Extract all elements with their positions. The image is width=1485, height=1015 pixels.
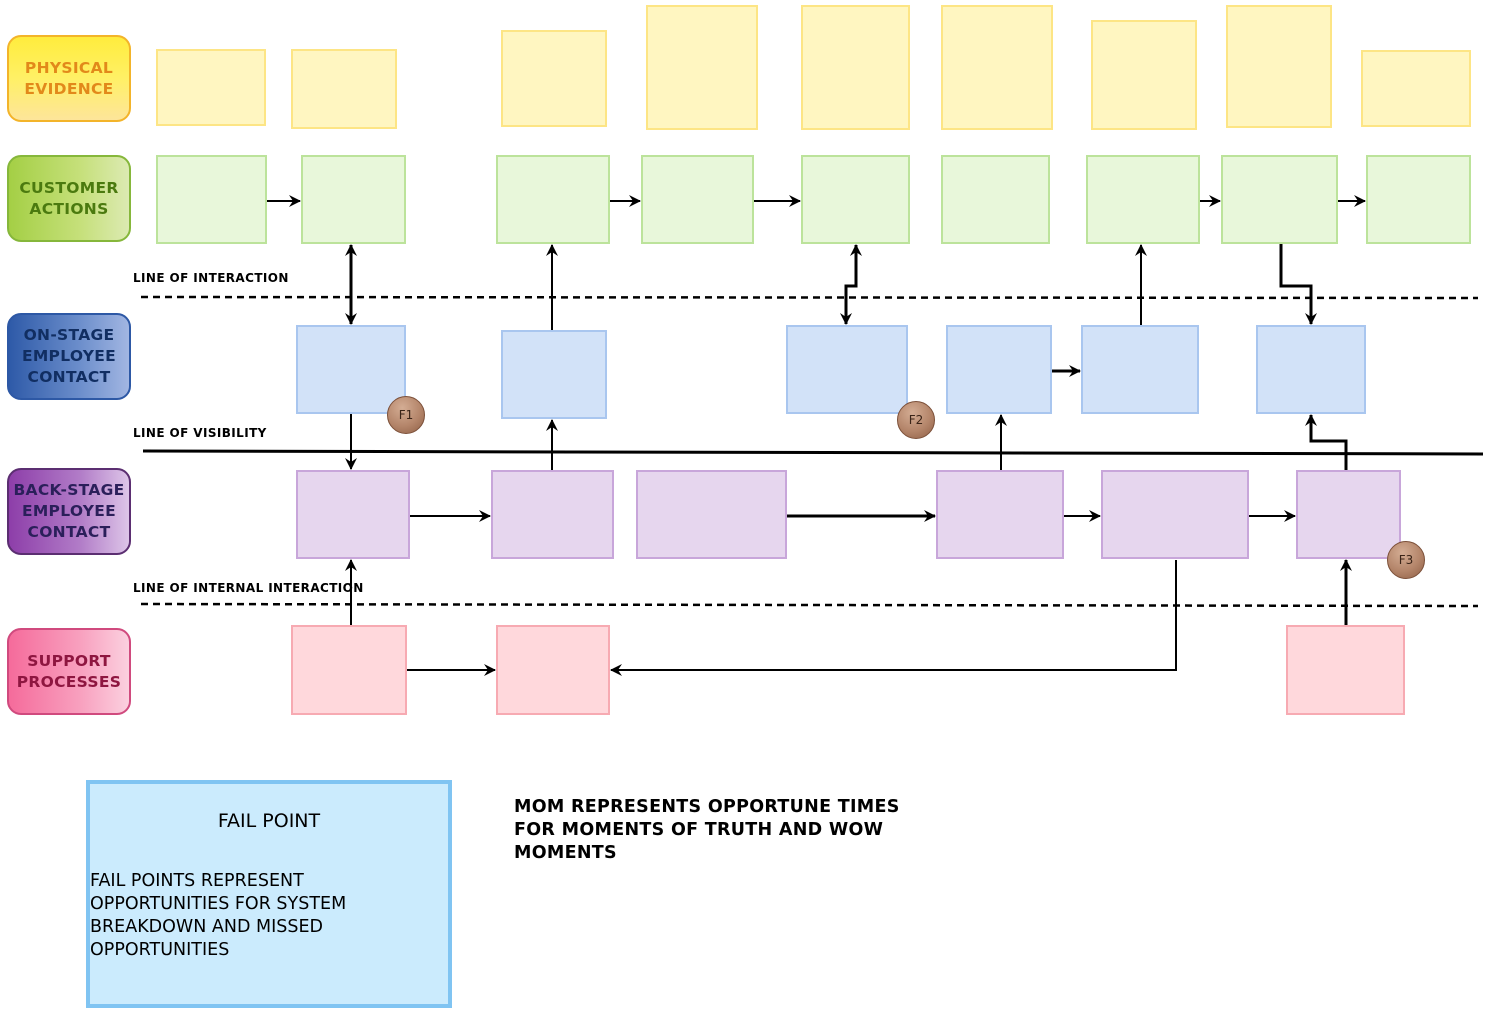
lane-label-customer-actions: CUSTOMER ACTIONS	[7, 155, 131, 242]
customer-action-box	[1221, 155, 1338, 244]
line-of-internal-interaction-label: LINE OF INTERNAL INTERACTION	[133, 581, 364, 595]
customer-action-box	[1086, 155, 1200, 244]
fail-point-f1: F1	[387, 396, 425, 434]
lane-label-onstage-contact: ON-STAGE EMPLOYEE CONTACT	[7, 313, 131, 400]
backstage-contact-box	[1101, 470, 1249, 559]
customer-action-box	[1366, 155, 1471, 244]
line-of-visibility	[142, 449, 1484, 456]
physical-evidence-box	[156, 49, 266, 126]
support-process-box	[291, 625, 407, 715]
flow-arrow	[1279, 244, 1317, 325]
customer-action-box	[156, 155, 267, 244]
lane-label-physical-evidence: PHYSICAL EVIDENCE	[7, 35, 131, 122]
fail-point-legend: FAIL POINT FAIL POINTS REPRESENT OPPORTU…	[86, 780, 452, 1008]
fail-point-f2: F2	[897, 401, 935, 439]
physical-evidence-box	[941, 5, 1053, 130]
line-of-visibility-label: LINE OF VISIBILITY	[133, 426, 267, 440]
onstage-contact-box	[946, 325, 1052, 414]
lane-label-support-processes: SUPPORT PROCESSES	[7, 628, 131, 715]
lane-label-backstage-contact: BACK-STAGE EMPLOYEE CONTACT	[7, 468, 131, 555]
support-process-box	[496, 625, 610, 715]
customer-action-box	[801, 155, 910, 244]
legend-description: FAIL POINTS REPRESENT OPPORTUNITIES FOR …	[90, 871, 347, 960]
flow-arrow	[1305, 414, 1348, 470]
backstage-contact-box	[491, 470, 614, 559]
support-process-box	[1286, 625, 1405, 715]
line-of-interaction-label: LINE OF INTERACTION	[133, 271, 289, 285]
physical-evidence-box	[801, 5, 910, 130]
physical-evidence-box	[1226, 5, 1332, 128]
customer-action-box	[301, 155, 406, 244]
flow-arrow	[840, 244, 862, 325]
mom-note: MOM REPRESENTS OPPORTUNE TIMES FOR MOMEN…	[514, 797, 900, 863]
backstage-contact-box	[1296, 470, 1401, 559]
onstage-contact-box	[1256, 325, 1366, 414]
onstage-contact-box	[786, 325, 908, 414]
physical-evidence-box	[1091, 20, 1197, 130]
fail-point-f3: F3	[1387, 541, 1425, 579]
physical-evidence-box	[501, 30, 607, 127]
backstage-contact-box	[296, 470, 410, 559]
customer-action-box	[641, 155, 754, 244]
physical-evidence-box	[646, 5, 758, 130]
flow-arrow	[610, 560, 1177, 676]
physical-evidence-box	[1361, 50, 1471, 127]
backstage-contact-box	[636, 470, 787, 559]
onstage-contact-box	[296, 325, 406, 414]
line-of-interaction	[140, 295, 1479, 300]
onstage-contact-box	[1081, 325, 1199, 414]
customer-action-box	[496, 155, 610, 244]
line-of-internal-interaction	[140, 602, 1479, 608]
legend-title: FAIL POINT	[217, 810, 321, 832]
backstage-contact-box	[936, 470, 1064, 559]
physical-evidence-box	[291, 49, 397, 129]
customer-action-box	[941, 155, 1050, 244]
onstage-contact-box	[501, 330, 607, 419]
